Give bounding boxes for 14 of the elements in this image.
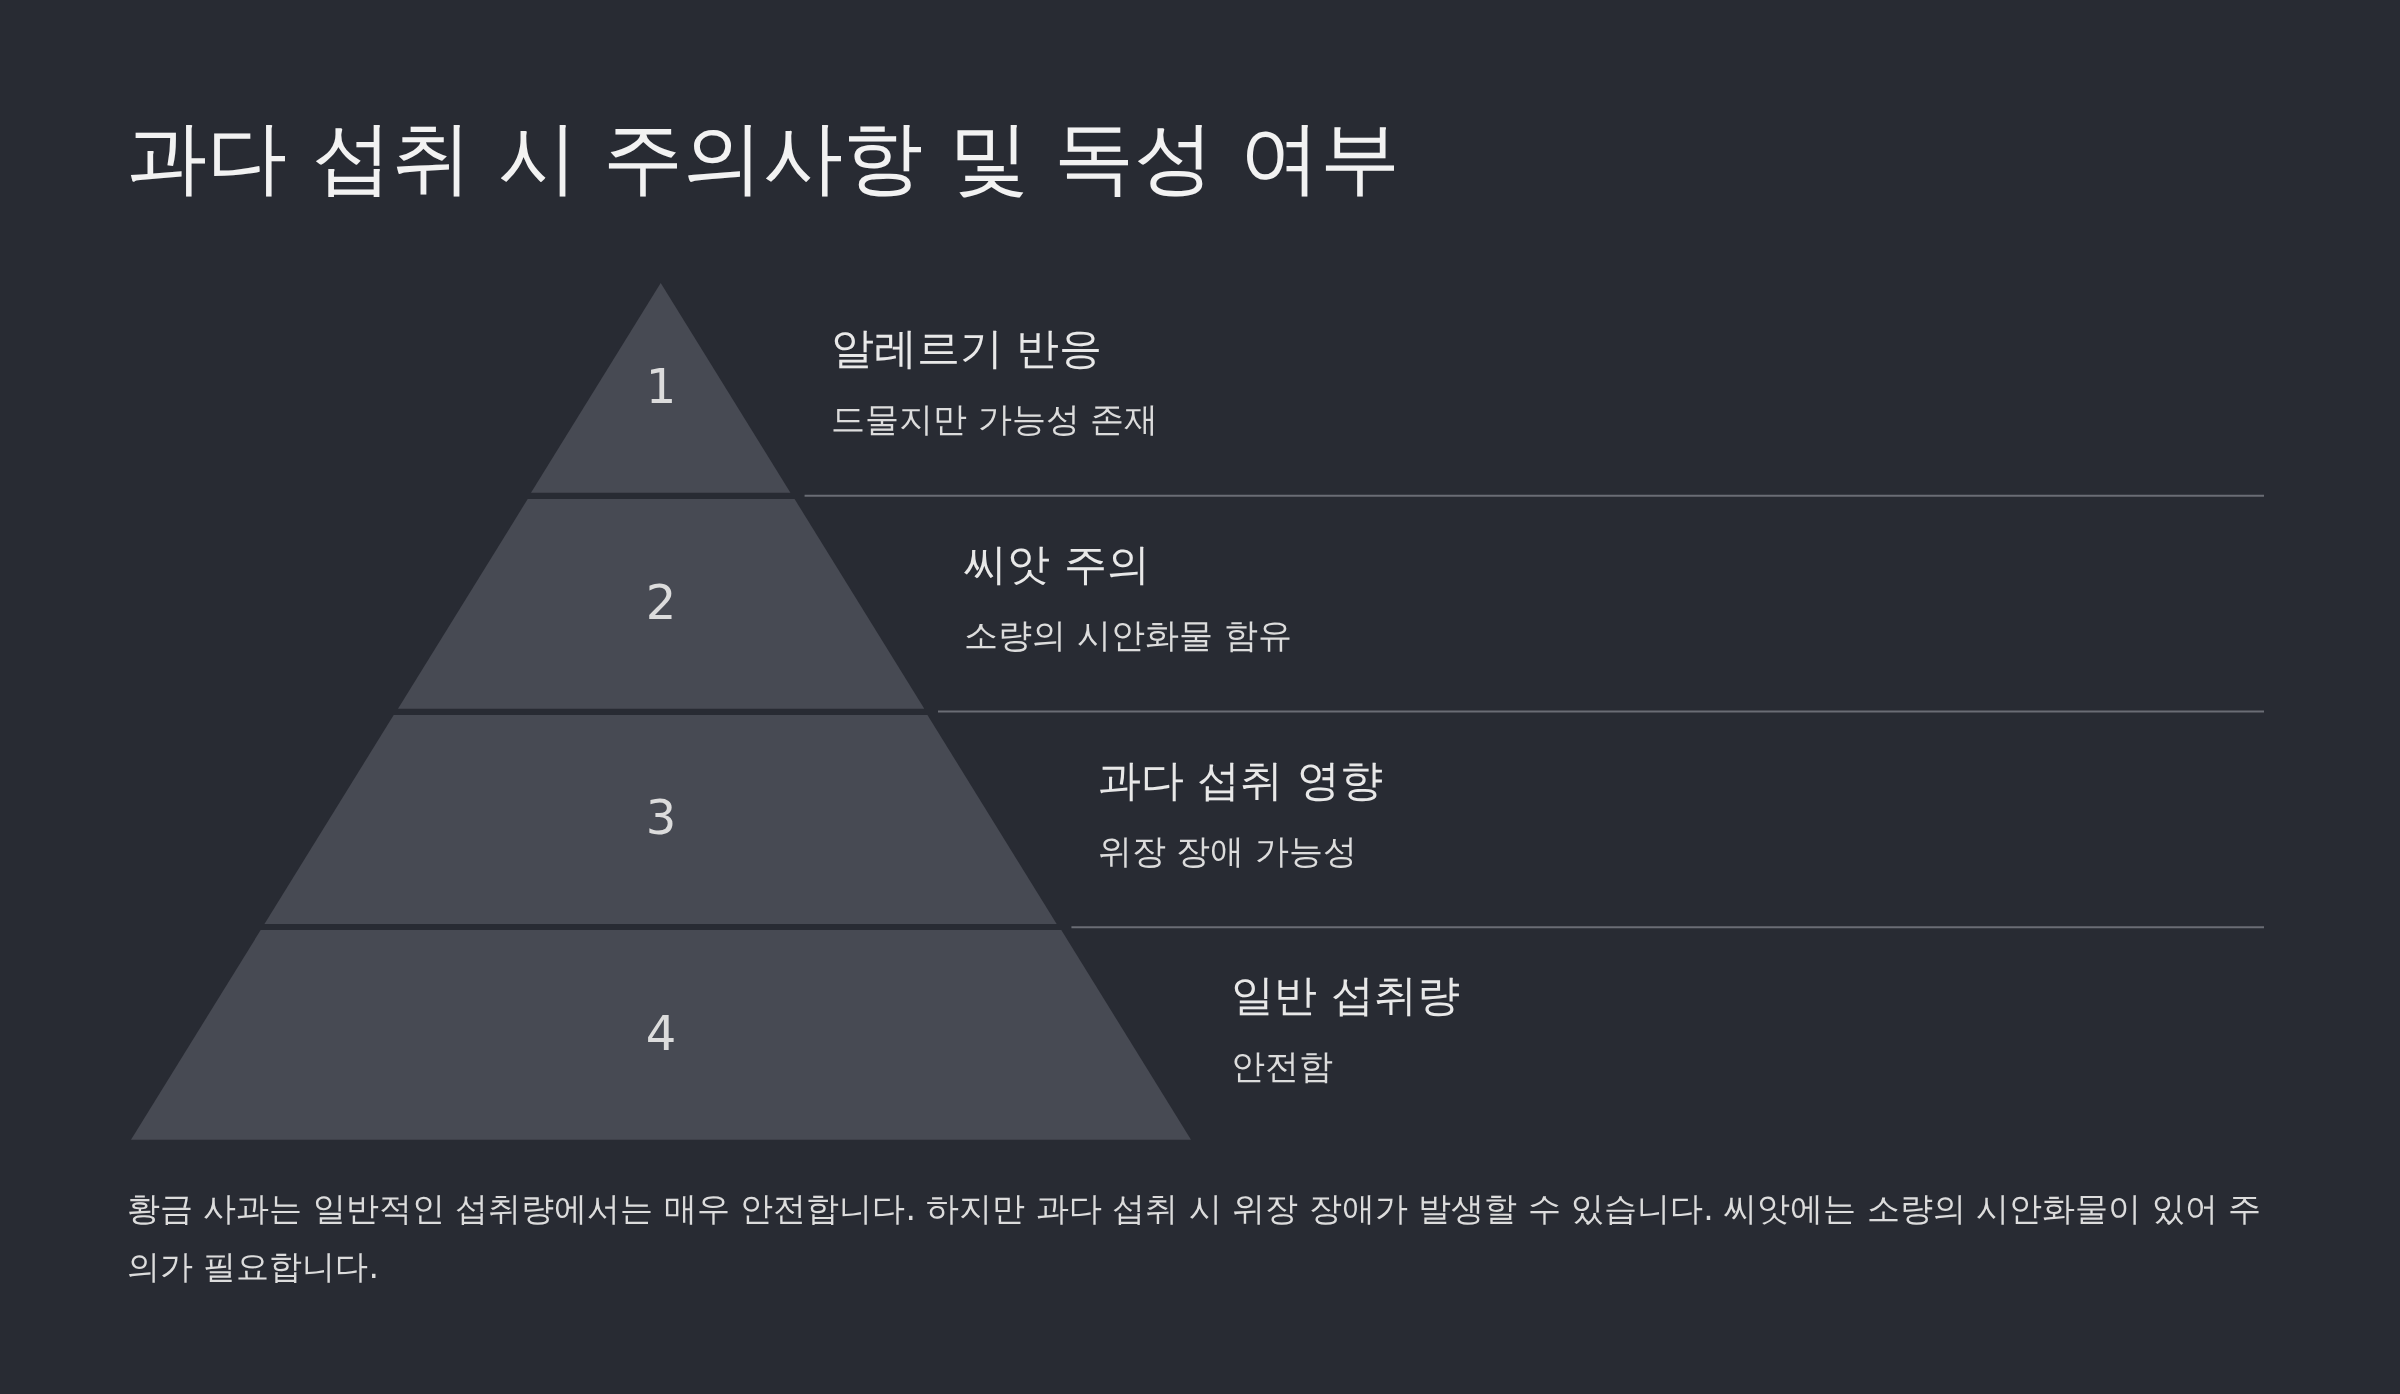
caption: 황금 사과는 일반적인 섭취량에서는 매우 안전합니다. 하지만 과다 섭취 시 위장 장애가 발생할 수 있습니다. 씨앗에는 소량의 시안화물이 있어 주의가 필요합니다. xyxy=(127,1188,2263,1288)
tier-heading: 일반 섭취량 xyxy=(1231,970,1460,1022)
tier-description: 안전함 xyxy=(1231,1046,1333,1088)
tier-number: 2 xyxy=(645,577,677,626)
tier-heading: 알레르기 반응 xyxy=(830,323,1103,375)
tier-description: 위장 장애 가능성 xyxy=(1097,830,1358,872)
tier-heading: 씨앗 주의 xyxy=(964,538,1150,591)
tier-heading: 과다 섭취 영향 xyxy=(1097,754,1383,807)
tier-number: 1 xyxy=(645,361,677,410)
tier-number: 4 xyxy=(645,1009,677,1058)
tier-description: 드물지만 가능성 존재 xyxy=(830,399,1159,440)
tier-description: 소량의 시안화물 함유 xyxy=(964,614,1292,656)
tier-number: 3 xyxy=(645,793,677,842)
title: 과다 섭취 시 주의사항 및 독성 여부 xyxy=(127,110,1400,206)
